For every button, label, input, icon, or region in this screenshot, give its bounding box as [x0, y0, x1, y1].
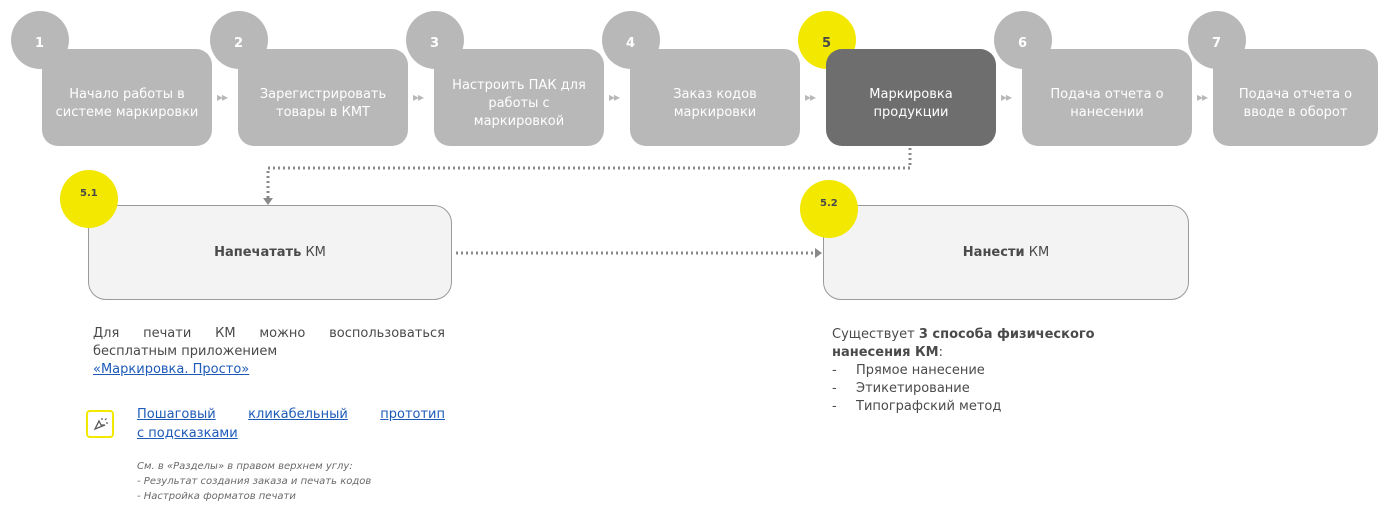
note-line: - Результат создания заказа и печать код…: [137, 476, 372, 487]
substep-apply-number-badge: 5.2: [800, 180, 858, 238]
link-word[interactable]: прототип: [380, 407, 445, 422]
step-label: Зарегистрировать товары в КМТ: [259, 86, 387, 120]
description-line-2: бесплатным приложением: [93, 344, 278, 359]
description-line-1: Для печати КМ можно воспользоваться: [93, 325, 445, 343]
method-label: Этикетирование: [856, 381, 970, 396]
link-word[interactable]: кликабельный: [248, 407, 348, 422]
step-label: Маркировка продукции: [869, 86, 953, 120]
substep-apply-box: Нанести КМ: [823, 205, 1189, 300]
arrow-right-icon: ▸▸: [413, 90, 424, 104]
substep-print-label-bold: Напечатать: [214, 245, 302, 260]
step-label: Начало работы в системе маркировки: [55, 86, 199, 120]
substep-apply-label-rest: КМ: [1028, 245, 1050, 260]
arrow-right-icon: ▸▸: [805, 90, 816, 104]
intro-end: :: [938, 345, 943, 360]
step-box: Настроить ПАК для работы с маркировкой: [434, 49, 604, 146]
word: печати: [143, 326, 192, 341]
word: КМ: [215, 326, 236, 341]
word: можно: [259, 326, 306, 341]
link-line-2[interactable]: с подсказками: [137, 426, 238, 441]
step-box: Зарегистрировать товары в КМТ: [238, 49, 408, 146]
substep-print-number-badge: 5.1: [60, 170, 118, 228]
cursor-click-icon: [86, 410, 114, 438]
step-box: Начало работы в системе маркировки: [42, 49, 212, 146]
substep-print-box: Напечатать КМ: [88, 205, 452, 300]
step-box: Подача отчета о вводе в оборот: [1213, 49, 1378, 146]
connector-arrowhead-down: [263, 198, 273, 205]
intro-bold: 3 способа физического нанесения КМ: [832, 327, 1095, 360]
step-label: Подача отчета о нанесении: [1050, 86, 1164, 120]
arrow-right-icon: ▸▸: [1001, 90, 1012, 104]
prototype-link[interactable]: Пошаговый кликабельный прототип с подска…: [137, 405, 445, 443]
step-box: Маркировка продукции: [826, 49, 996, 146]
method-label: Типографский метод: [856, 399, 1002, 414]
substep-apply-label-bold: Нанести: [962, 245, 1025, 260]
arrow-right-icon: ▸▸: [217, 90, 228, 104]
method-label: Прямое нанесение: [856, 363, 985, 378]
intro-text: Существует: [832, 327, 915, 342]
method-item: -Этикетирование: [832, 381, 970, 396]
word: воспользоваться: [329, 326, 445, 341]
step-box: Заказ кодов маркировки: [630, 49, 800, 146]
method-item: -Типографский метод: [832, 399, 1002, 414]
connector-arrowhead-right: [815, 248, 822, 258]
step-label: Заказ кодов маркировки: [673, 86, 757, 120]
app-link[interactable]: «Маркировка. Просто»: [93, 362, 250, 377]
step-box: Подача отчета о нанесении: [1022, 49, 1192, 146]
arrow-right-icon: ▸▸: [609, 90, 620, 104]
substep-print-label-rest: КМ: [305, 245, 326, 260]
word: Для: [93, 326, 120, 341]
arrow-right-icon: ▸▸: [1197, 90, 1208, 104]
connector-step5-to-substep1: [266, 148, 912, 200]
substep-print-description: Для печати КМ можно воспользоваться бесп…: [93, 325, 445, 379]
substep-apply-description: Существует 3 способа физического нанесен…: [832, 326, 1132, 416]
note-line: - Настройка форматов печати: [137, 491, 296, 502]
intro: Существует 3 способа физического нанесен…: [832, 326, 1132, 362]
link-word[interactable]: Пошаговый: [137, 407, 216, 422]
step-label: Подача отчета о вводе в оборот: [1238, 86, 1353, 120]
step-label: Настроить ПАК для работы с маркировкой: [452, 77, 586, 129]
note-line: См. в «Разделы» в правом верхнем углу:: [137, 461, 353, 472]
prototype-notes: См. в «Разделы» в правом верхнем углу: -…: [137, 459, 371, 504]
method-item: -Прямое нанесение: [832, 363, 985, 378]
